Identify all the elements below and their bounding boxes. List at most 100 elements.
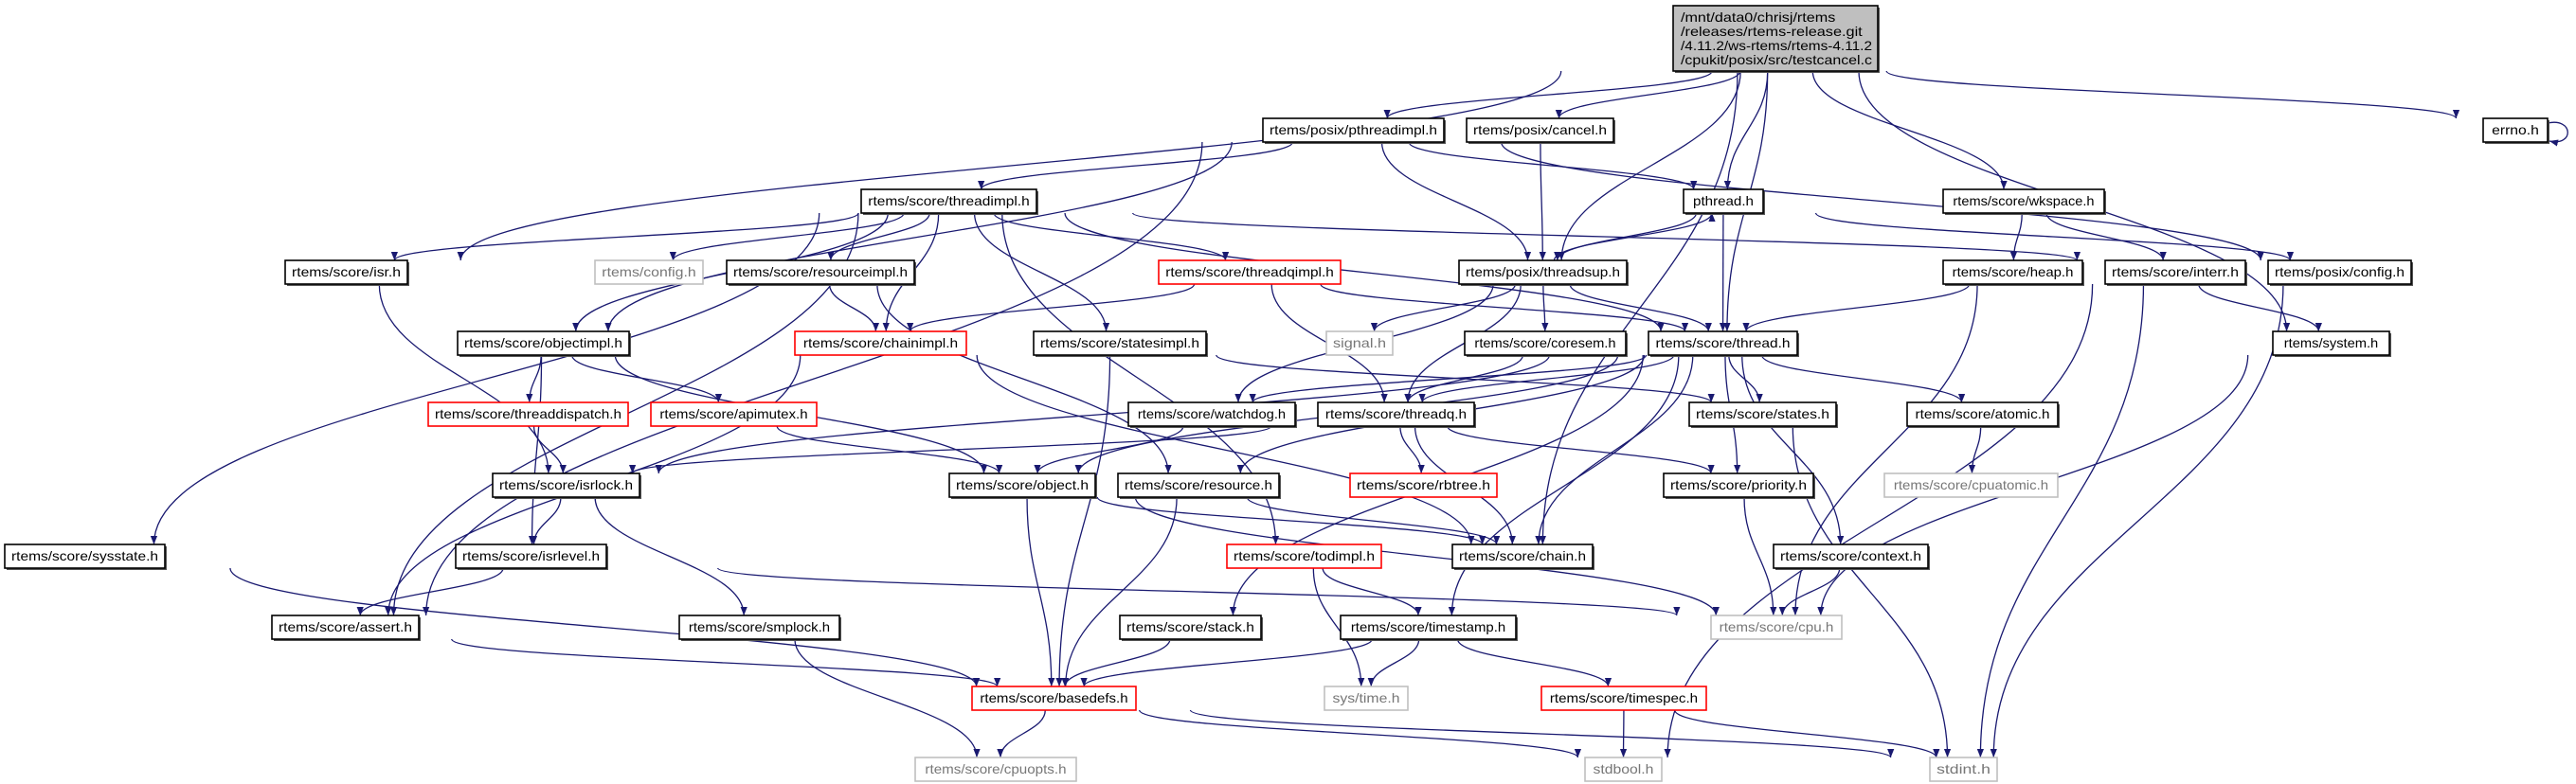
edge-todimpl-to-systime	[1312, 567, 1365, 687]
node-cpu[interactable]: rtems/score/cpu.h	[1710, 615, 1843, 640]
node-posixconfig[interactable]: rtems/posix/config.h	[2267, 259, 2413, 286]
edge-basedefs-to-stdint	[1189, 709, 1895, 758]
edge-threadimpl-to-isr	[390, 212, 859, 261]
edge-testcancel-to-isr	[457, 70, 1562, 261]
node-system[interactable]: rtems/system.h	[2272, 330, 2391, 357]
node-chain[interactable]: rtems/score/chain.h	[1451, 543, 1594, 570]
edge-thread-to-chain	[1535, 354, 1694, 545]
edge-threadq-to-priority	[1447, 425, 1715, 474]
node-threaddispatch[interactable]: rtems/score/threaddispatch.h	[427, 401, 629, 427]
node-box	[1663, 472, 1814, 498]
edge-timestamp-to-basedefs	[1080, 638, 1373, 687]
node-stdbool[interactable]: stdbool.h	[1584, 757, 1663, 782]
edge-threadimpl-to-statesimpl	[973, 212, 1110, 332]
node-watchdog[interactable]: rtems/score/watchdog.h	[1127, 401, 1297, 428]
node-stack[interactable]: rtems/score/stack.h	[1119, 615, 1263, 641]
node-box	[1117, 472, 1280, 498]
node-box	[1324, 686, 1409, 711]
edge-thread-to-context	[1741, 354, 1845, 545]
node-states[interactable]: rtems/score/states.h	[1688, 401, 1838, 428]
node-isrlock[interactable]: rtems/score/isrlock.h	[492, 472, 641, 499]
node-interr[interactable]: rtems/score/interr.h	[2104, 259, 2247, 286]
edge-object-to-cpu	[1134, 496, 1720, 616]
node-threadqimpl[interactable]: rtems/score/threadqimpl.h	[1158, 259, 1342, 285]
node-label: rtems/score/priority.h	[1670, 477, 1807, 492]
edge-pthreadimpl-to-posixconfig	[1501, 141, 2264, 261]
node-cpuatomic[interactable]: rtems/score/cpuatomic.h	[1883, 472, 2059, 498]
node-isr[interactable]: rtems/score/isr.h	[284, 259, 409, 286]
node-resource[interactable]: rtems/score/resource.h	[1117, 472, 1281, 499]
node-label: rtems/score/smplock.h	[689, 619, 830, 634]
node-label: errno.h	[2492, 122, 2539, 137]
node-box	[2272, 330, 2390, 356]
node-smplock[interactable]: rtems/score/smplock.h	[678, 615, 841, 641]
node-label: rtems/score/threadqimpl.h	[1165, 264, 1334, 279]
node-object[interactable]: rtems/score/object.h	[948, 472, 1097, 499]
node-config[interactable]: rtems/config.h	[594, 259, 704, 285]
edge-testcancel-to-pthread	[1723, 70, 1769, 190]
node-apimutex[interactable]: rtems/score/apimutex.h	[650, 401, 818, 427]
node-atomic[interactable]: rtems/score/atomic.h	[1906, 401, 2060, 428]
node-label: rtems/score/isrlevel.h	[462, 548, 600, 563]
node-systime[interactable]: sys/time.h	[1324, 686, 1409, 711]
node-box	[971, 686, 1137, 711]
edge-resource-to-chain	[1246, 496, 1501, 545]
node-chainimpl[interactable]: rtems/score/chainimpl.h	[794, 330, 967, 356]
node-statesimpl[interactable]: rtems/score/statesimpl.h	[1033, 330, 1208, 357]
edge-interr-to-system	[2198, 283, 2322, 332]
node-timespec[interactable]: rtems/score/timespec.h	[1540, 686, 1707, 711]
node-box	[2482, 117, 2549, 143]
node-cpuopts[interactable]: rtems/score/cpuopts.h	[914, 757, 1077, 782]
node-box	[4, 543, 166, 569]
node-threadimpl[interactable]: rtems/score/threadimpl.h	[860, 188, 1038, 215]
node-heap[interactable]: rtems/score/heap.h	[1942, 259, 2084, 286]
node-pthreadimpl[interactable]: rtems/posix/pthreadimpl.h	[1262, 117, 1446, 144]
node-resourceimpl[interactable]: rtems/score/resourceimpl.h	[726, 259, 916, 286]
node-label: rtems/score/isr.h	[292, 264, 401, 279]
edge-atomic-to-cpuatomic	[1968, 425, 1982, 474]
node-label: rtems/score/states.h	[1696, 406, 1829, 421]
node-pthread[interactable]: pthread.h	[1683, 188, 1765, 215]
edge-pthreadimpl-to-threadimpl	[978, 141, 1294, 190]
node-label: rtems/score/interr.h	[2112, 264, 2239, 279]
edge-testcancel-to-cancel	[1555, 70, 1741, 119]
edge-priority-to-cpu	[1743, 496, 1777, 616]
edge-thread-to-isrlock	[655, 354, 1550, 474]
node-label: rtems/score/threadq.h	[1325, 406, 1467, 421]
node-wkspace[interactable]: rtems/score/wkspace.h	[1942, 188, 2106, 215]
node-timestamp[interactable]: rtems/score/timestamp.h	[1340, 615, 1518, 641]
node-coresem[interactable]: rtems/score/coresem.h	[1464, 330, 1628, 357]
node-sysstate[interactable]: rtems/score/sysstate.h	[4, 543, 167, 570]
edge-isrlock-to-isrlevel	[530, 496, 562, 545]
node-label: rtems/score/object.h	[956, 477, 1089, 492]
node-basedefs[interactable]: rtems/score/basedefs.h	[971, 686, 1137, 711]
node-box	[1262, 117, 1445, 143]
edge-errno-to-errno	[2547, 121, 2568, 147]
node-thread[interactable]: rtems/score/thread.h	[1648, 330, 1799, 357]
node-label: rtems/score/resourceimpl.h	[733, 264, 908, 279]
node-context[interactable]: rtems/score/context.h	[1773, 543, 1930, 570]
node-assert[interactable]: rtems/score/assert.h	[271, 615, 421, 641]
edge-threadqimpl-to-chainimpl	[907, 283, 1196, 332]
node-errno[interactable]: errno.h	[2482, 117, 2549, 144]
node-box	[1584, 757, 1663, 782]
edge-object-to-chain	[1096, 496, 1486, 545]
edge-testcancel-to-errno	[1885, 70, 2459, 119]
node-objectimpl[interactable]: rtems/score/objectimpl.h	[457, 330, 631, 357]
node-priority[interactable]: rtems/score/priority.h	[1663, 472, 1815, 499]
node-threadsup[interactable]: rtems/posix/threadsup.h	[1458, 259, 1629, 286]
node-box	[1929, 757, 1998, 782]
node-isrlevel[interactable]: rtems/score/isrlevel.h	[455, 543, 608, 570]
node-rbtree[interactable]: rtems/score/rbtree.h	[1349, 472, 1498, 498]
edge-objectimpl-to-apimutex	[571, 354, 722, 403]
node-todimpl[interactable]: rtems/score/todimpl.h	[1226, 543, 1382, 569]
node-box	[2104, 259, 2246, 285]
node-stdint[interactable]: stdint.h	[1929, 757, 1998, 782]
node-testcancel[interactable]: /mnt/data0/chrisj/rtems/releases/rtems-r…	[1672, 5, 1880, 73]
node-cancel[interactable]: rtems/posix/cancel.h	[1466, 117, 1615, 144]
edge-threadqimpl-to-thread	[1320, 283, 1688, 332]
node-signal[interactable]: signal.h	[1325, 330, 1394, 356]
node-threadq[interactable]: rtems/score/threadq.h	[1317, 401, 1476, 428]
edge-interr-to-stdint	[1976, 283, 2145, 758]
edge-threadimpl-to-config	[669, 212, 905, 261]
